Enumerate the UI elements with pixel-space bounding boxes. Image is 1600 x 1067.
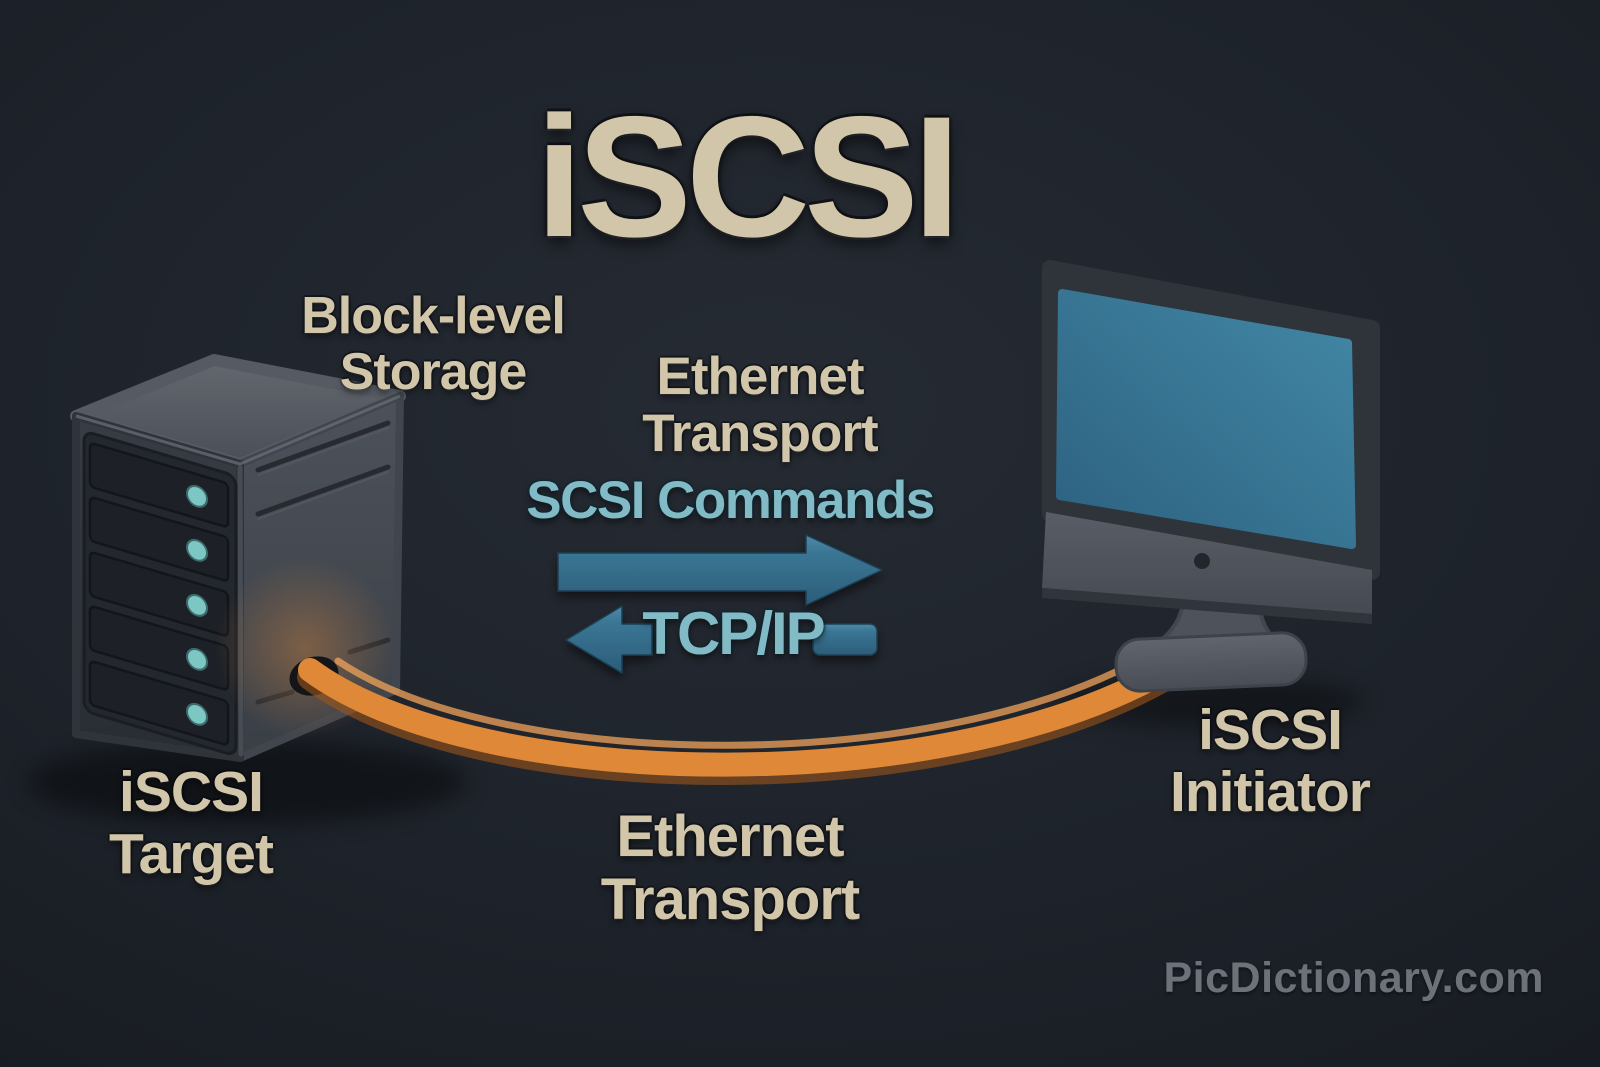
scsi-commands-label: SCSI Commands — [526, 471, 935, 530]
ethernet-transport-bottom-label: Ethernet Transport — [600, 804, 860, 932]
server-icon — [70, 354, 406, 762]
ethernet-cable — [297, 647, 1193, 785]
tcpip-label: TCP/IP — [642, 600, 825, 667]
scsi-commands-arrow-right-icon — [557, 534, 883, 606]
drive-led — [186, 593, 208, 617]
monitor-chin-edge — [1042, 588, 1372, 624]
monitor-stand-base — [1114, 631, 1308, 693]
watermark: PicDictionary.com — [1163, 954, 1544, 1002]
monitor-screen — [1056, 289, 1356, 549]
server-floor-shadow — [28, 740, 468, 824]
drive-led — [186, 484, 208, 508]
drive-bay — [88, 442, 230, 528]
tcpip-arrow-left-icon — [565, 605, 878, 674]
drive-led — [186, 647, 208, 671]
iscsi-target-label: iSCSI Target — [109, 760, 274, 886]
iscsi-initiator-label: iSCSI Initiator — [1170, 698, 1371, 824]
drive-bay — [88, 660, 230, 746]
drive-bay — [88, 496, 230, 582]
block-level-storage-label: Block-level Storage — [301, 287, 566, 402]
page-title: iSCSI — [535, 81, 960, 273]
drive-bay-panel — [82, 431, 238, 755]
ethernet-transport-top-label: Ethernet Transport — [642, 347, 878, 464]
camera-dot — [1194, 553, 1210, 569]
drive-led — [186, 538, 208, 562]
monitor-icon — [1042, 260, 1380, 693]
drive-led — [186, 702, 208, 726]
